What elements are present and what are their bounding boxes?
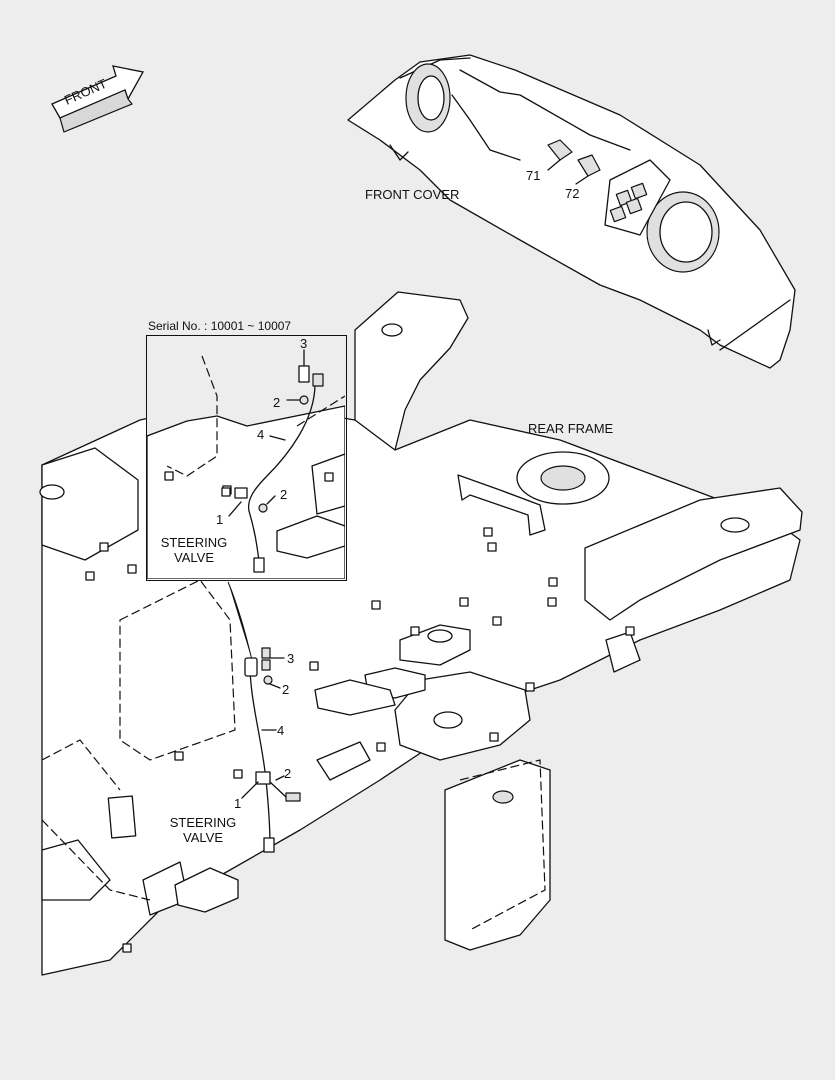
inset-callout-2-upper: 2 xyxy=(273,395,281,410)
main-valve-line1: STEERING xyxy=(169,815,237,830)
main-steering-valve-label: STEERING VALVE xyxy=(163,815,243,845)
front-cover-title: FRONT COVER xyxy=(365,187,460,202)
inset-callout-4: 4 xyxy=(257,427,265,442)
rear-frame-title: REAR FRAME xyxy=(528,421,614,436)
front-arrow-icon xyxy=(51,65,145,133)
inset-valve-line1: STEERING xyxy=(160,535,228,550)
inset-callout-1: 1 xyxy=(216,512,224,527)
hidden-lines xyxy=(41,579,546,931)
main-callout-2-upper: 2 xyxy=(282,682,290,697)
main-callout-4: 4 xyxy=(277,723,285,738)
main-callout-2-lower: 2 xyxy=(284,766,292,781)
harness-main xyxy=(227,581,301,853)
main-valve-line2: VALVE xyxy=(183,830,223,845)
callout-71: 71 xyxy=(526,168,541,183)
inset-callout-3: 3 xyxy=(300,336,308,351)
inset-serial-label: Serial No. : 10001 ~ 10007 xyxy=(148,319,292,333)
inset-steering-valve-label: STEERING VALVE xyxy=(154,535,234,565)
inset-callout-2-lower: 2 xyxy=(280,487,288,502)
front-cover-panel xyxy=(347,54,796,369)
inset-valve-line2: VALVE xyxy=(174,550,214,565)
callout-72: 72 xyxy=(565,186,580,201)
leader-lines-main xyxy=(241,657,285,799)
main-callout-3: 3 xyxy=(287,651,295,666)
main-callout-1: 1 xyxy=(234,796,242,811)
inset-detail-box xyxy=(146,335,347,581)
